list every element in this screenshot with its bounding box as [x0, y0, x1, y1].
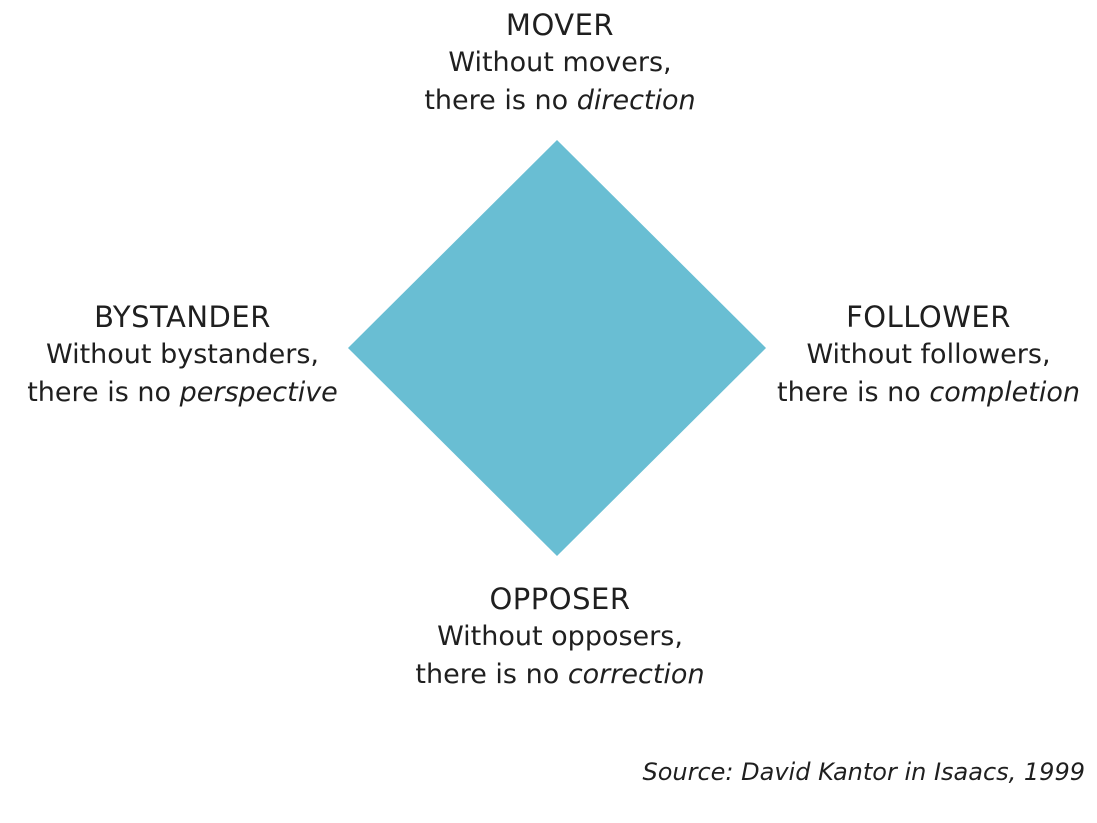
bystander-label: BYSTANDER Without bystanders, there is n… [0, 298, 365, 412]
bystander-line-2-prefix: there is no [27, 377, 180, 408]
follower-title: FOLLOWER [846, 300, 1011, 334]
mover-line-2-prefix: there is no [424, 85, 577, 116]
opposer-emphasis: correction [567, 659, 705, 690]
bystander-line-2: there is no perspective [0, 374, 365, 412]
bystander-emphasis: perspective [179, 377, 338, 408]
follower-label: FOLLOWER Without followers, there is no … [760, 298, 1097, 412]
mover-emphasis: direction [576, 85, 696, 116]
opposer-title: OPPOSER [489, 582, 631, 616]
opposer-line-2-prefix: there is no [415, 659, 568, 690]
opposer-label: OPPOSER Without opposers, there is no co… [360, 580, 760, 694]
follower-emphasis: completion [929, 377, 1081, 408]
follower-line-2: there is no completion [760, 374, 1097, 412]
mover-label: MOVER Without movers, there is no direct… [360, 6, 760, 120]
follower-line-1: Without followers, [806, 339, 1051, 370]
opposer-line-2: there is no correction [360, 656, 760, 694]
diamond-shape [348, 140, 766, 556]
follower-line-2-prefix: there is no [776, 377, 930, 408]
mover-title: MOVER [505, 8, 615, 42]
source-citation: Source: David Kantor in Isaacs, 1999 [642, 758, 1085, 786]
mover-line-2: there is no direction [360, 82, 760, 120]
bystander-title: BYSTANDER [94, 300, 271, 334]
mover-line-1: Without movers, [448, 47, 672, 78]
bystander-line-1: Without bystanders, [45, 339, 320, 370]
opposer-line-1: Without opposers, [437, 621, 683, 652]
